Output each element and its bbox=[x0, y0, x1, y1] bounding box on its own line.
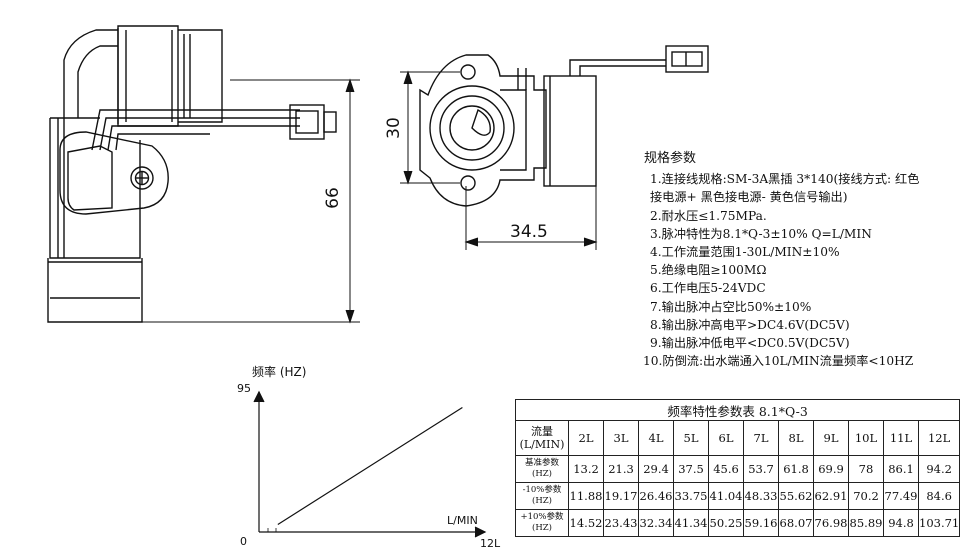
frequency-table: 频率特性参数表 8.1*Q-3 流量(L/MIN) 2L 3L 4L 5L 6L… bbox=[514, 399, 961, 537]
table-cell: 48.33 bbox=[743, 482, 779, 510]
spec-item: 1.连接线规格:SM-3A黑插 3*140(接线方式: 红色 bbox=[650, 172, 920, 187]
height-dimension-label: 66 bbox=[322, 187, 343, 209]
table-cell: 55.62 bbox=[778, 482, 814, 510]
table-cell: 19.17 bbox=[603, 482, 639, 510]
table-cell: 62.91 bbox=[813, 482, 849, 510]
table-cell: 59.16 bbox=[743, 509, 779, 537]
table-cell: 37.5 bbox=[673, 455, 709, 483]
flow-header-cell: 10L bbox=[848, 420, 884, 456]
table-cell: 94.2 bbox=[917, 455, 961, 483]
table-cell: 21.3 bbox=[603, 455, 639, 483]
flow-header-cell: 12L bbox=[917, 420, 961, 456]
table-cell: 41.04 bbox=[708, 482, 744, 510]
width-dimension-label: 34.5 bbox=[510, 222, 548, 242]
spec-item: 3.脉冲特性为8.1*Q-3±10% Q=L/MIN bbox=[650, 226, 872, 241]
chart-axes bbox=[253, 390, 487, 538]
table-cell: 14.52 bbox=[568, 509, 604, 537]
height-dimension bbox=[142, 78, 360, 324]
chart-y-top-tick: 95 bbox=[237, 382, 251, 395]
table-row: 基准参数(HZ) 13.2 21.3 29.4 37.5 45.6 53.7 6… bbox=[515, 455, 961, 483]
table-cell: 94.8 bbox=[883, 509, 919, 537]
frequency-line bbox=[277, 406, 463, 525]
spec-item: 8.输出脉冲高电平>DC4.6V(DC5V) bbox=[650, 317, 850, 332]
spec-item: 4.工作流量范围1-30L/MIN±10% bbox=[650, 245, 840, 260]
table-cell: 53.7 bbox=[743, 455, 779, 483]
table-cell: 76.98 bbox=[813, 509, 849, 537]
row-label: +10%参数(HZ) bbox=[515, 509, 569, 537]
flow-header-cell: 8L bbox=[778, 420, 814, 456]
spec-item: 10.防倒流:出水端通入10L/MIN流量频率<10HZ bbox=[643, 354, 914, 369]
side-view-sensor bbox=[47, 25, 337, 323]
table-cell: 45.6 bbox=[708, 455, 744, 483]
flow-header-cell: 2L bbox=[568, 420, 604, 456]
row-label: -10%参数(HZ) bbox=[515, 482, 569, 510]
spec-item: 6.工作电压5-24VDC bbox=[650, 281, 766, 296]
table-header-row: 流量(L/MIN) 2L 3L 4L 5L 6L 7L 8L 9L 10L 11… bbox=[515, 420, 961, 456]
flow-header-cell: 5L bbox=[673, 420, 709, 456]
table-cell: 26.46 bbox=[638, 482, 674, 510]
width-dimension bbox=[464, 186, 598, 250]
flow-header-label: 流量(L/MIN) bbox=[515, 420, 569, 456]
table-cell: 86.1 bbox=[883, 455, 919, 483]
table-cell: 23.43 bbox=[603, 509, 639, 537]
table-cell: 84.6 bbox=[917, 482, 961, 510]
table-caption: 频率特性参数表 8.1*Q-3 bbox=[514, 399, 961, 421]
table-cell: 77.49 bbox=[883, 482, 919, 510]
front-view-sensor bbox=[419, 45, 709, 207]
row-label: 基准参数(HZ) bbox=[515, 455, 569, 483]
spec-title: 规格参数 bbox=[644, 151, 697, 166]
spec-item: 2.耐水压≤1.75MPa. bbox=[650, 208, 767, 223]
table-cell: 41.34 bbox=[673, 509, 709, 537]
table-cell: 70.2 bbox=[848, 482, 884, 510]
spec-list: 规格参数 1.连接线规格:SM-3A黑插 3*140(接线方式: 红色 接电源+… bbox=[640, 150, 970, 370]
table-cell: 69.9 bbox=[813, 455, 849, 483]
chart-origin-tick: 0 bbox=[240, 535, 247, 548]
flow-header-cell: 4L bbox=[638, 420, 674, 456]
table-cell: 13.2 bbox=[568, 455, 604, 483]
spec-item: 5.绝缘电阻≥100MΩ bbox=[650, 263, 767, 278]
table-cell: 32.34 bbox=[638, 509, 674, 537]
chart-x-right-tick: 12L bbox=[480, 537, 501, 550]
hole-spacing-dimension bbox=[400, 70, 460, 185]
flow-header-cell: 7L bbox=[743, 420, 779, 456]
table-cell: 85.89 bbox=[848, 509, 884, 537]
table-cell: 68.07 bbox=[778, 509, 814, 537]
table-row: -10%参数(HZ) 11.88 19.17 26.46 33.75 41.04… bbox=[515, 482, 961, 510]
flow-header-cell: 11L bbox=[883, 420, 919, 456]
chart-y-label: 频率 (HZ) bbox=[252, 365, 307, 379]
spec-item: 7.输出脉冲占空比50%±10% bbox=[650, 299, 812, 314]
hole-spacing-label: 30 bbox=[383, 117, 404, 139]
flow-header-cell: 9L bbox=[813, 420, 849, 456]
spec-item: 接电源+ 黑色接电源- 黄色信号输出) bbox=[650, 190, 848, 205]
table-cell: 33.75 bbox=[673, 482, 709, 510]
chart-x-label: L/MIN bbox=[447, 514, 478, 527]
table-cell: 103.71 bbox=[917, 509, 961, 537]
spec-item: 9.输出脉冲低电平<DC0.5V(DC5V) bbox=[650, 336, 850, 351]
table-cell: 29.4 bbox=[638, 455, 674, 483]
table-cell: 78 bbox=[848, 455, 884, 483]
flow-header-cell: 3L bbox=[603, 420, 639, 456]
flow-header-cell: 6L bbox=[708, 420, 744, 456]
table-cell: 11.88 bbox=[568, 482, 604, 510]
table-row: +10%参数(HZ) 14.52 23.43 32.34 41.34 50.25… bbox=[515, 509, 961, 537]
table-cell: 61.8 bbox=[778, 455, 814, 483]
table-cell: 50.25 bbox=[708, 509, 744, 537]
